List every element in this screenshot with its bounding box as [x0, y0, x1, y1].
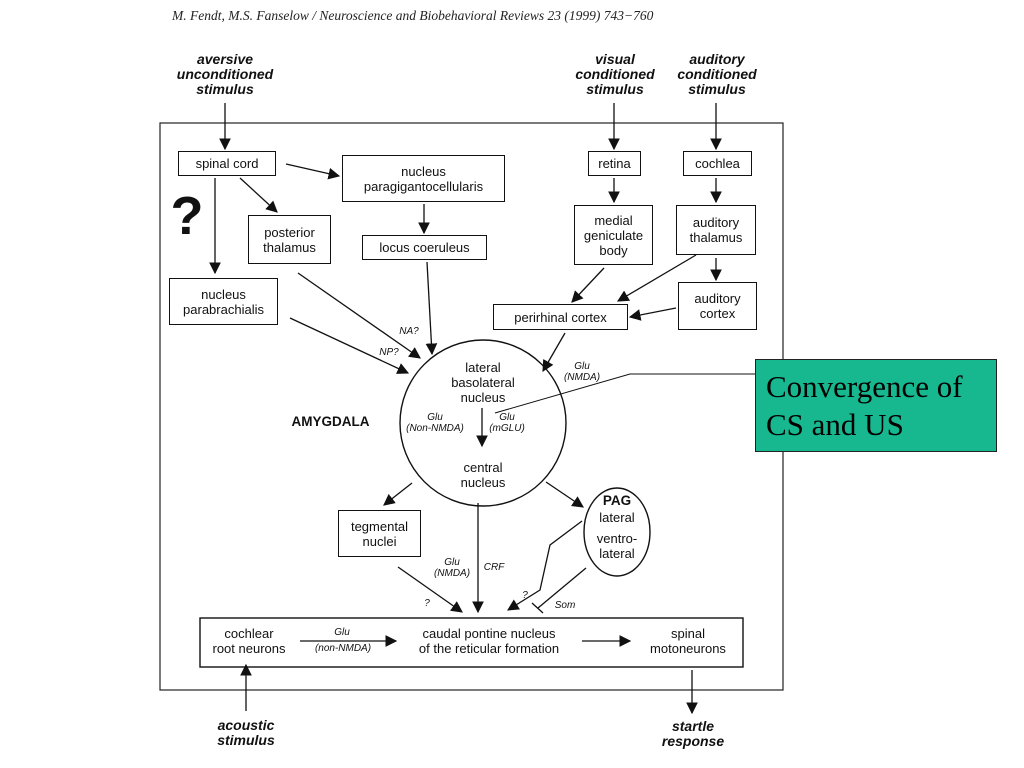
- auditory-cortex-box: auditory cortex: [678, 282, 757, 330]
- annotation-question-left: ?: [424, 598, 430, 609]
- annotation-som: Som: [554, 600, 576, 611]
- arrow-perirhinal-amygdala: [542, 332, 566, 373]
- callout-leader: [494, 373, 755, 414]
- annotation-non-nmda-cochlear: (non-NMDA): [314, 643, 372, 654]
- parabrachialis-box: nucleus parabrachialis: [169, 278, 278, 325]
- pag-title: PAG: [602, 493, 632, 508]
- question-mark-large: ?: [170, 186, 204, 246]
- annotation-np: NP?: [379, 347, 399, 358]
- arrow-mgb-perirhinal: [571, 267, 605, 303]
- annotation-glu-non-nmda: Glu (Non-NMDA): [406, 412, 464, 434]
- aversive-stimulus-label: aversive unconditioned stimulus: [176, 51, 274, 97]
- pag-ellipse: [583, 487, 651, 577]
- paragigantocellularis-box: nucleus paragigantocellularis: [342, 155, 505, 202]
- arrow-amygdala-pag: [545, 481, 584, 508]
- cochlear-root-neurons: cochlear root neurons: [212, 626, 286, 656]
- citation-header: M. Fendt, M.S. Fanselow / Neuroscience a…: [172, 8, 654, 23]
- arrow-amygdala-tegmental: [383, 482, 413, 506]
- auditory-thalamus-box: auditory thalamus: [676, 205, 756, 255]
- caudal-pontine-nucleus: caudal pontine nucleus of the reticular …: [418, 626, 560, 656]
- central-nucleus: central nucleus: [460, 460, 506, 490]
- lateral-basolateral-nucleus: lateral basolateral nucleus: [451, 360, 515, 405]
- arrow-tegmental-pontine: [397, 566, 463, 613]
- convergence-callout: Convergence of CS and US: [755, 359, 997, 452]
- pontine-row-frame: [199, 617, 744, 668]
- medial-geniculate-box: medial geniculate body: [574, 205, 653, 265]
- spinal-motoneurons: spinal motoneurons: [650, 626, 726, 656]
- annotation-glu-nmda-bottom: Glu (NMDA): [433, 557, 471, 579]
- arrow-posterior-thalamus-amygdala: [297, 272, 421, 359]
- amygdala-circle: [399, 339, 567, 507]
- annotation-glu-nmda-top: Glu (NMDA): [563, 361, 601, 383]
- spinal-cord-box: spinal cord: [178, 151, 276, 176]
- arrow-parabrachialis-amygdala: [289, 317, 410, 374]
- annotation-glu-mglu: Glu (mGLU): [489, 412, 525, 434]
- arrow-spinal-paragigantocellularis: [285, 163, 341, 180]
- arrow-thalamus-perirhinal: [616, 254, 697, 302]
- arrow-spinal-posterior-thalamus: [239, 177, 278, 213]
- arrow-cortex-perirhinal: [628, 307, 677, 321]
- visual-stimulus-label: visual conditioned stimulus: [575, 51, 655, 97]
- annotation-question-right: ?: [522, 590, 528, 601]
- pag-lateral: lateral: [599, 510, 635, 525]
- inhibit-pag-pontine: [537, 567, 587, 609]
- startle-response-label: startle response: [661, 718, 725, 749]
- pag-ventrolateral: lateral: [599, 546, 635, 561]
- acoustic-stimulus-label: acoustic stimulus: [217, 717, 275, 748]
- annotation-glu-cochlear: Glu: [334, 627, 350, 638]
- retina-box: retina: [588, 151, 641, 176]
- auditory-stimulus-label: auditory conditioned stimulus: [677, 51, 757, 97]
- arrow-locus-amygdala: [425, 261, 438, 356]
- posterior-thalamus-box: posterior thalamus: [248, 215, 331, 264]
- annotation-crf: CRF: [483, 562, 505, 573]
- inhibit-bar: [531, 602, 544, 614]
- pag-ventro: ventro-: [596, 531, 638, 546]
- perirhinal-cortex-box: perirhinal cortex: [493, 304, 628, 330]
- arrow-pag-lateral-pontine: [507, 520, 583, 611]
- locus-coeruleus-box: locus coeruleus: [362, 235, 487, 260]
- cochlea-box: cochlea: [683, 151, 752, 176]
- tegmental-nuclei-box: tegmental nuclei: [338, 510, 421, 557]
- amygdala-label: AMYGDALA: [291, 414, 370, 429]
- annotation-na: NA?: [399, 326, 419, 337]
